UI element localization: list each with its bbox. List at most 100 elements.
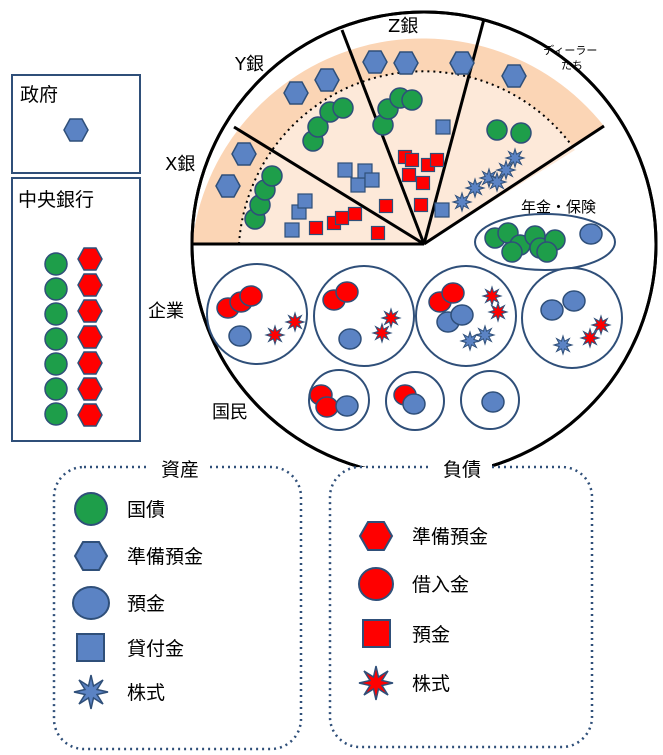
reserve-liability-hexagon-icon xyxy=(77,325,103,349)
stock-starburst-icon xyxy=(452,192,472,212)
legend-asset-item-loan: 貸付金 xyxy=(127,638,184,660)
stock-liability-starburst-icon xyxy=(381,308,401,328)
legend-stock-liability-starburst-icon xyxy=(358,665,394,701)
reserve-liability-hexagon-icon xyxy=(77,273,103,297)
stock-starburst-icon xyxy=(465,178,485,198)
legend-liability-item-deposit: 預金 xyxy=(412,624,450,646)
assets-legend-box xyxy=(52,465,303,751)
bond-green-circle-icon xyxy=(486,119,508,141)
reserve-liability-hexagon-icon xyxy=(77,377,103,401)
central-bank-bond-column xyxy=(44,252,68,426)
reserve-hexagon-icon xyxy=(215,174,241,198)
reserve-liability-hexagon-icon xyxy=(77,299,103,323)
stock-liability-starburst-icon xyxy=(591,315,611,335)
stock-liability-starburst-icon xyxy=(372,323,392,343)
deposit-red-square-icon xyxy=(378,198,394,214)
loan-square-icon xyxy=(297,193,313,209)
company-circle-2 xyxy=(313,265,415,367)
reserve-hexagon-icon xyxy=(501,64,527,88)
bond-green-circle-icon xyxy=(44,252,68,276)
loan-square-icon xyxy=(337,162,353,178)
deposit-red-square-icon xyxy=(308,220,324,236)
deposit-red-square-icon xyxy=(370,225,386,241)
central-bank-box xyxy=(11,177,141,442)
deposit-blue-circle-icon xyxy=(450,304,474,326)
citizens-label: 国民 xyxy=(212,402,248,423)
stock-liability-starburst-icon xyxy=(265,325,285,345)
pension-label: 年金・保険 xyxy=(521,198,596,216)
loan-square-icon xyxy=(434,202,450,218)
government-reserve-hexagon-icon xyxy=(63,118,89,142)
legend-reserve-liability-hexagon-icon xyxy=(359,521,393,551)
stock-liability-starburst-icon xyxy=(285,312,305,332)
stock-starburst-icon xyxy=(475,325,495,345)
loan-square-icon xyxy=(350,177,366,193)
bond-green-circle-icon xyxy=(307,116,329,138)
stock-starburst-icon xyxy=(553,335,573,355)
legend-liability-item-stock: 株式 xyxy=(412,673,450,695)
deposit-red-square-icon xyxy=(347,206,363,222)
bond-green-circle-icon xyxy=(501,241,523,263)
deposit-blue-circle-icon xyxy=(228,325,252,347)
deposit-red-square-icon xyxy=(415,175,431,191)
bond-green-circle-icon xyxy=(44,327,68,351)
deposit-red-square-icon xyxy=(413,197,429,213)
borrowing-red-circle-icon xyxy=(335,281,359,303)
legend-deposit-red-square-icon xyxy=(362,619,391,648)
stock-liability-starburst-icon xyxy=(488,302,508,322)
legend-reserve-hexagon-icon xyxy=(74,541,108,571)
legend-asset-item-deposit: 預金 xyxy=(127,593,165,615)
reserve-liability-hexagon-icon xyxy=(77,403,103,427)
deposit-red-square-icon xyxy=(429,152,445,168)
legend-asset-item-bond: 国債 xyxy=(127,499,165,521)
dealers-label: ディーラー たち xyxy=(543,43,601,72)
dealers-label-line1: ディーラー xyxy=(543,43,597,57)
liabilities-legend-title: 負債 xyxy=(443,459,481,481)
bond-green-circle-icon xyxy=(44,352,68,376)
legend-liability-item-reserve: 準備預金 xyxy=(412,526,488,548)
bond-green-circle-icon xyxy=(261,165,283,187)
deposit-red-square-icon xyxy=(334,210,350,226)
reserve-hexagon-icon xyxy=(449,51,475,75)
bank-x-label: X銀 xyxy=(165,154,195,175)
bank-z-label: Z銀 xyxy=(388,16,418,37)
bond-green-circle-icon xyxy=(536,241,558,263)
bond-green-circle-icon xyxy=(332,97,354,119)
central-bank-label: 中央銀行 xyxy=(18,189,94,211)
reserve-hexagon-icon xyxy=(393,51,419,75)
legend-liability-item-borrowing: 借入金 xyxy=(412,574,469,596)
reserve-hexagon-icon xyxy=(283,81,309,105)
stock-starburst-icon xyxy=(487,172,507,192)
borrowing-red-circle-icon xyxy=(441,282,465,304)
bond-green-circle-icon xyxy=(44,402,68,426)
assets-legend-title: 資産 xyxy=(161,459,199,481)
loan-square-icon xyxy=(435,119,451,135)
deposit-red-square-icon xyxy=(404,152,420,168)
legend-bond-green-circle-icon xyxy=(74,492,108,526)
government-label: 政府 xyxy=(20,84,58,106)
legend-loan-square-icon xyxy=(76,633,105,662)
stock-starburst-icon xyxy=(505,148,525,168)
borrowing-red-circle-icon xyxy=(315,396,339,418)
loan-square-icon xyxy=(284,222,300,238)
deposit-blue-circle-icon xyxy=(562,290,586,312)
legend-stock-starburst-icon xyxy=(73,674,109,710)
company-circle-4 xyxy=(521,267,623,369)
reserve-hexagon-icon xyxy=(314,68,340,92)
deposit-blue-circle-icon xyxy=(481,391,505,413)
bond-green-circle-icon xyxy=(44,277,68,301)
legend-deposit-blue-circle-icon xyxy=(72,586,110,620)
deposit-blue-circle-icon xyxy=(335,395,359,417)
borrowing-red-circle-icon xyxy=(239,285,263,307)
bond-green-circle-icon xyxy=(44,302,68,326)
stock-starburst-icon xyxy=(496,160,516,180)
companies-label: 企業 xyxy=(148,301,184,322)
deposit-blue-circle-icon xyxy=(402,393,426,415)
legend-asset-item-stock: 株式 xyxy=(127,682,165,704)
liabilities-legend-box xyxy=(328,465,594,749)
deposit-blue-circle-icon xyxy=(579,223,603,245)
reserve-liability-hexagon-icon xyxy=(77,247,103,271)
deposit-blue-circle-icon xyxy=(338,328,362,350)
loan-square-icon xyxy=(364,172,380,188)
